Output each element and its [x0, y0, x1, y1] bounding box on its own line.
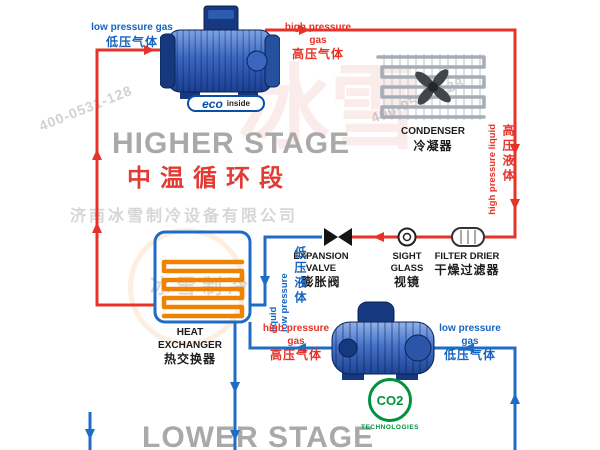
end-bell — [246, 50, 268, 72]
label-en: GLASS — [390, 262, 424, 274]
label-sight-glass: SIGHT GLASS 视镜 — [384, 251, 430, 290]
end-bell — [404, 334, 432, 362]
label-en: EXPANSION — [293, 251, 349, 262]
heat-exchanger-shell — [153, 230, 252, 324]
label-en: high pressure gas — [262, 323, 330, 347]
filter-drier — [451, 227, 485, 247]
label-en: low pressure gas — [439, 323, 501, 347]
co2-technologies-text: TECHNOLOGIES — [360, 424, 419, 431]
condenser-fan — [415, 69, 451, 105]
label-zh: 冷凝器 — [413, 138, 453, 153]
motor-end-cap — [160, 33, 176, 89]
lower-stage-flow-arrows — [85, 276, 520, 441]
eco-logo-text: eco — [202, 96, 223, 111]
compressor-foot — [342, 372, 364, 380]
label-high-pressure-liquid: high pressure liquid 高压液体 — [487, 124, 517, 230]
label-high-pressure-gas-top: high pressure gas 高压气体 — [276, 22, 360, 62]
compressor-ribs — [168, 30, 272, 92]
compressor-foot — [238, 90, 258, 99]
label-zh: 视镜 — [393, 274, 420, 289]
higher-stage-pipes — [95, 28, 517, 307]
pipe-lower-suction — [432, 346, 517, 450]
co2-logo-text: CO2 — [376, 392, 404, 408]
compressor-foot — [180, 90, 200, 99]
eco-inside-badge: eco inside — [187, 95, 265, 112]
label-low-pressure-liquid: low pressure liquid 低压液体 — [268, 246, 309, 332]
higher-stage-title: HIGHER STAGE — [112, 127, 351, 160]
heat-exchanger-coil — [161, 259, 245, 319]
pipe-suction-return — [95, 48, 170, 307]
label-heat-exchanger: HEAT EXCHANGER 热交换器 — [148, 327, 232, 367]
sight-glass — [397, 227, 417, 247]
motor-cap — [338, 338, 358, 358]
terminal-box — [203, 5, 239, 35]
higher-stage-title-zh: 中温循环段 — [127, 165, 292, 192]
higher-stage-flow-arrows — [92, 25, 520, 242]
label-zh: 高压液体 — [501, 124, 515, 184]
expansion-valve — [324, 228, 352, 246]
label-zh: 膨胀阀 — [301, 274, 341, 289]
label-expansion-valve: EXPANSION VALVE 膨胀阀 — [292, 251, 350, 290]
label-en: SIGHT — [392, 251, 422, 262]
label-zh: 热交换器 — [163, 352, 216, 366]
label-en: HEAT — [176, 327, 204, 338]
higher-stage-compressor — [160, 5, 280, 99]
label-en: CONDENSER — [401, 126, 465, 137]
condenser-unit — [376, 54, 486, 120]
lower-stage-title: LOWER STAGE — [142, 421, 375, 450]
lower-stage-compressor — [331, 301, 435, 380]
label-en: high pressure gas — [284, 22, 352, 46]
label-en: EXCHANGER — [158, 339, 222, 351]
pipe-discharge-condenser-liquid — [265, 28, 517, 239]
label-en: VALVE — [305, 262, 337, 274]
label-zh: 低压液体 — [293, 246, 307, 306]
label-zh: 低压气体 — [443, 348, 496, 362]
pipe-expansion-outlet — [250, 235, 322, 307]
label-en: low pressure gas — [91, 22, 173, 33]
label-en: FILTER DRIER — [434, 251, 500, 262]
label-zh: 干燥过滤器 — [434, 262, 500, 277]
watermark-company: 济南冰雪制冷设备有限公司 — [70, 208, 299, 225]
eco-inside-text: inside — [226, 98, 250, 108]
label-zh: 高压气体 — [269, 348, 322, 362]
label-low-pressure-gas-lower: low pressure gas 低压气体 — [430, 323, 510, 363]
label-zh: 低压气体 — [105, 34, 158, 49]
compressor-ribs — [332, 322, 434, 374]
label-filter-drier: FILTER DRIER 干燥过滤器 — [430, 251, 504, 278]
label-zh: 高压气体 — [291, 47, 344, 61]
co2-technologies-badge: CO2 — [368, 378, 412, 422]
label-low-pressure-gas-top: low pressure gas 低压气体 — [90, 22, 174, 50]
label-high-pressure-gas-lower: high pressure gas 高压气体 — [256, 323, 336, 363]
label-en: low pressure liquid — [268, 273, 290, 332]
compressor-foot — [396, 372, 418, 380]
label-en: high pressure liquid — [487, 124, 498, 215]
label-condenser: CONDENSER 冷凝器 — [394, 126, 472, 154]
